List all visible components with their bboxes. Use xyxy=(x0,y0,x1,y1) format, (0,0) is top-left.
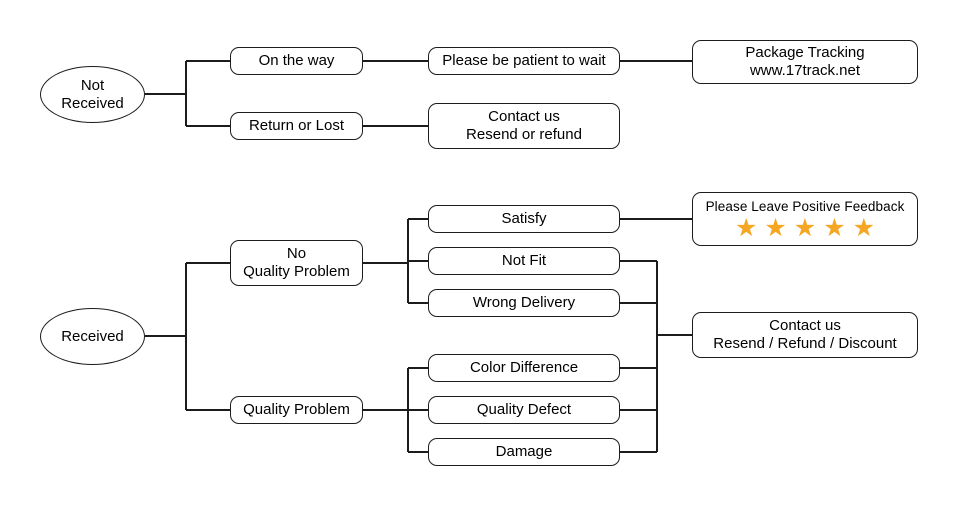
node-color-difference[interactable]: Color Difference xyxy=(428,354,620,382)
star-icon[interactable]: ★ xyxy=(852,213,876,242)
node-quality-problem[interactable]: Quality Problem xyxy=(230,396,363,424)
node-leave-positive-feedback[interactable]: Please Leave Positive Feedback ★★★★★ xyxy=(692,192,918,246)
node-return-or-lost[interactable]: Return or Lost xyxy=(230,112,363,140)
feedback-label: Please Leave Positive Feedback xyxy=(705,199,905,215)
star-rating[interactable]: ★★★★★ xyxy=(734,213,876,242)
node-package-tracking[interactable]: Package Tracking www.17track.net xyxy=(692,40,918,84)
node-not-fit[interactable]: Not Fit xyxy=(428,247,620,275)
node-received[interactable]: Received xyxy=(40,308,145,365)
node-damage[interactable]: Damage xyxy=(428,438,620,466)
node-satisfy[interactable]: Satisfy xyxy=(428,205,620,233)
star-icon[interactable]: ★ xyxy=(764,213,787,242)
node-no-quality-problem[interactable]: No Quality Problem xyxy=(230,240,363,286)
node-contact-us-resend-refund-discount[interactable]: Contact us Resend / Refund / Discount xyxy=(692,312,918,358)
node-on-the-way[interactable]: On the way xyxy=(230,47,363,75)
star-icon[interactable]: ★ xyxy=(823,213,846,242)
node-please-be-patient-to-wait[interactable]: Please be patient to wait xyxy=(428,47,620,75)
node-not-received[interactable]: Not Received xyxy=(40,66,145,123)
star-icon[interactable]: ★ xyxy=(734,213,758,242)
node-quality-defect[interactable]: Quality Defect xyxy=(428,396,620,424)
node-contact-us-resend-or-refund[interactable]: Contact us Resend or refund xyxy=(428,103,620,149)
star-icon[interactable]: ★ xyxy=(793,213,817,242)
node-wrong-delivery[interactable]: Wrong Delivery xyxy=(428,289,620,317)
